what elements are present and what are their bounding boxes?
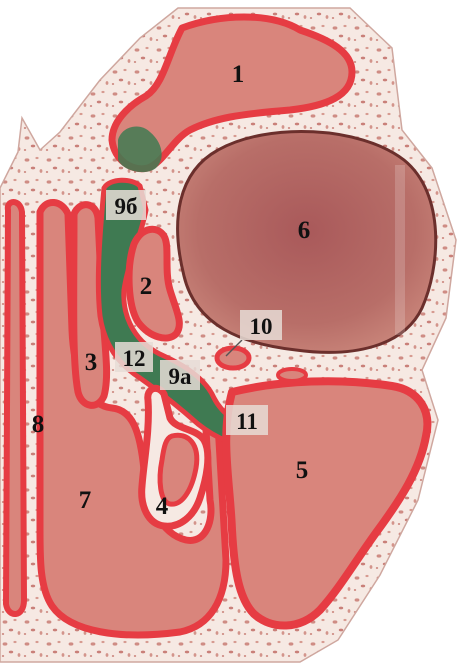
label-8: 8 bbox=[32, 411, 45, 438]
label-3: 3 bbox=[85, 349, 98, 376]
small-cell bbox=[278, 369, 306, 381]
orbit-sheen bbox=[395, 165, 405, 335]
label-10: 10 bbox=[250, 314, 273, 339]
label-12: 12 bbox=[123, 346, 146, 371]
label-2: 2 bbox=[140, 273, 153, 300]
label-9a: 9а bbox=[169, 364, 193, 389]
label-4: 4 bbox=[156, 493, 169, 520]
label-11: 11 bbox=[236, 409, 258, 434]
label-6: 6 bbox=[298, 217, 311, 244]
label-1: 1 bbox=[232, 61, 245, 88]
infraorbital-canal bbox=[217, 348, 249, 368]
nasal-septum bbox=[6, 202, 24, 614]
label-7: 7 bbox=[79, 487, 92, 514]
label-9b: 9б bbox=[115, 194, 138, 219]
label-5: 5 bbox=[296, 457, 309, 484]
